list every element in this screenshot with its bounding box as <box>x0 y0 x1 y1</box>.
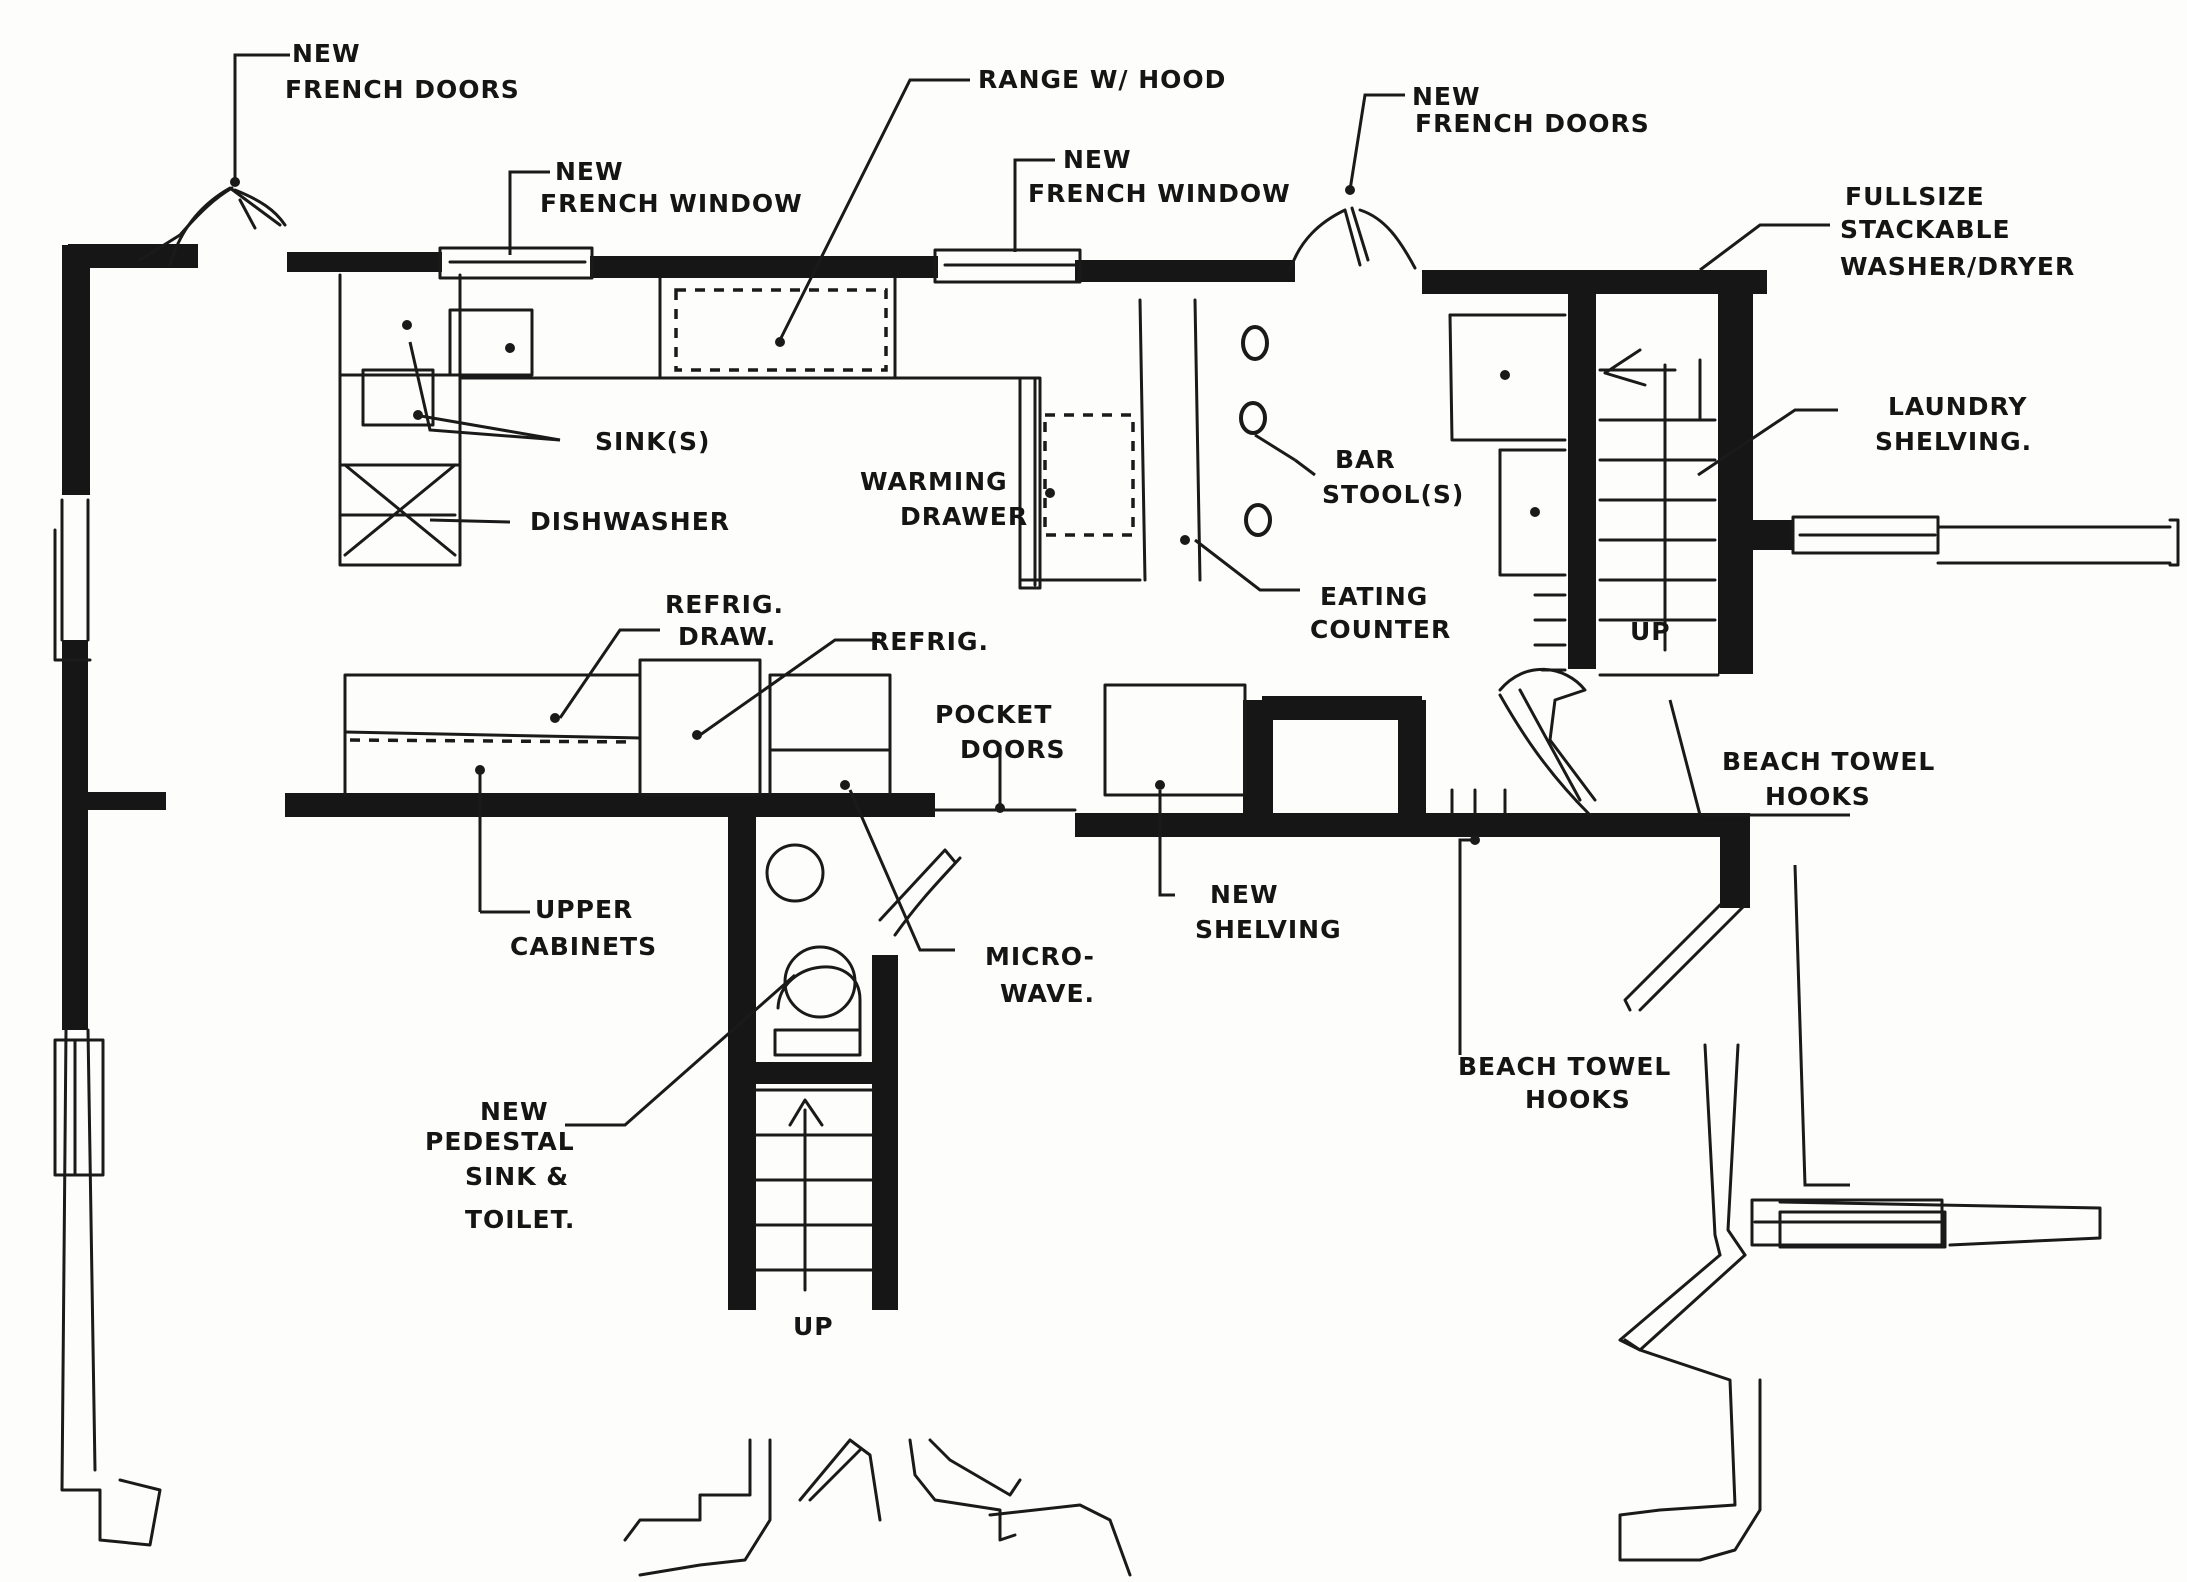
svg-text:FULLSIZE: FULLSIZE <box>1845 182 1985 211</box>
svg-text:FRENCH DOORS: FRENCH DOORS <box>285 75 520 104</box>
label-pocket-doors: POCKET DOORS <box>935 700 1066 764</box>
svg-text:BEACH TOWEL: BEACH TOWEL <box>1458 1052 1671 1081</box>
svg-text:FRENCH DOORS: FRENCH DOORS <box>1415 109 1650 138</box>
svg-text:SHELVING.: SHELVING. <box>1875 427 2032 456</box>
label-pedestal-sink-toilet: NEW PEDESTAL SINK & TOILET. <box>425 1097 575 1234</box>
svg-text:EATING: EATING <box>1320 582 1428 611</box>
svg-text:DOORS: DOORS <box>960 735 1066 764</box>
svg-text:HOOKS: HOOKS <box>1765 782 1871 811</box>
dashed-lines <box>349 288 1135 744</box>
svg-text:NEW: NEW <box>1210 880 1279 909</box>
svg-text:MICRO-: MICRO- <box>985 942 1095 971</box>
svg-text:SINK &: SINK & <box>465 1162 569 1191</box>
svg-text:SINK(S): SINK(S) <box>595 427 710 456</box>
svg-text:NEW: NEW <box>555 157 624 186</box>
svg-text:WAVE.: WAVE. <box>1000 979 1095 1008</box>
label-beach-towel-hooks-upper: BEACH TOWEL HOOKS <box>1722 747 1935 811</box>
svg-text:REFRIG.: REFRIG. <box>665 590 784 619</box>
label-french-doors-right: NEW FRENCH DOORS <box>1412 82 1650 138</box>
svg-text:STOOL(S): STOOL(S) <box>1322 480 1464 509</box>
label-eating-counter: EATING COUNTER <box>1310 582 1451 644</box>
svg-text:CABINETS: CABINETS <box>510 932 657 961</box>
label-upper-cabinets: UPPER CABINETS <box>510 895 657 961</box>
svg-text:SHELVING: SHELVING <box>1195 915 1342 944</box>
label-range-hood: RANGE W/ HOOD <box>978 65 1226 94</box>
label-refrig: REFRIG. <box>870 627 989 656</box>
svg-text:UP: UP <box>793 1312 834 1341</box>
svg-text:DISHWASHER: DISHWASHER <box>530 507 730 536</box>
leaders <box>233 53 1850 1187</box>
label-microwave: MICRO- WAVE. <box>985 942 1095 1008</box>
svg-text:PEDESTAL: PEDESTAL <box>425 1127 575 1156</box>
svg-text:NEW: NEW <box>1063 145 1132 174</box>
svg-text:BAR: BAR <box>1335 445 1396 474</box>
label-sinks: SINK(S) <box>595 427 710 456</box>
svg-text:NEW: NEW <box>480 1097 549 1126</box>
label-laundry-shelving: LAUNDRY SHELVING. <box>1875 392 2032 456</box>
label-french-doors-left: NEW FRENCH DOORS <box>285 39 520 104</box>
svg-text:FRENCH WINDOW: FRENCH WINDOW <box>540 189 803 218</box>
svg-text:NEW: NEW <box>292 39 361 68</box>
label-refrig-drawer: REFRIG. DRAW. <box>665 590 784 651</box>
svg-text:UP: UP <box>1630 617 1671 646</box>
label-beach-towel-hooks-lower: BEACH TOWEL HOOKS <box>1458 1052 1671 1114</box>
svg-text:BEACH TOWEL: BEACH TOWEL <box>1722 747 1935 776</box>
label-french-window-left: NEW FRENCH WINDOW <box>540 157 803 218</box>
svg-text:COUNTER: COUNTER <box>1310 615 1451 644</box>
label-warming-drawer: WARMING DRAWER <box>860 467 1028 531</box>
linework <box>53 186 2180 1577</box>
svg-text:UPPER: UPPER <box>535 895 633 924</box>
svg-text:STACKABLE: STACKABLE <box>1840 215 2011 244</box>
label-washer-dryer: FULLSIZE STACKABLE WASHER/DRYER <box>1840 182 2075 281</box>
svg-text:DRAWER: DRAWER <box>900 502 1028 531</box>
label-french-window-right: NEW FRENCH WINDOW <box>1028 145 1291 208</box>
svg-text:WARMING: WARMING <box>860 467 1008 496</box>
svg-text:REFRIG.: REFRIG. <box>870 627 989 656</box>
svg-text:DRAW.: DRAW. <box>678 622 776 651</box>
walls <box>62 244 1793 1310</box>
svg-text:HOOKS: HOOKS <box>1525 1085 1631 1114</box>
leader-dots <box>230 177 1540 845</box>
label-new-shelving: NEW SHELVING <box>1195 880 1342 944</box>
svg-text:FRENCH WINDOW: FRENCH WINDOW <box>1028 179 1291 208</box>
svg-text:POCKET: POCKET <box>935 700 1052 729</box>
label-bar-stools: BAR STOOL(S) <box>1322 445 1464 509</box>
svg-text:NEW: NEW <box>1412 82 1481 111</box>
bar-stools-graphic <box>1239 325 1272 537</box>
label-stair-up-right: UP <box>1630 617 1671 646</box>
svg-text:TOILET.: TOILET. <box>465 1205 575 1234</box>
svg-text:RANGE W/ HOOD: RANGE W/ HOOD <box>978 65 1226 94</box>
svg-text:LAUNDRY: LAUNDRY <box>1888 392 2027 421</box>
label-dishwasher: DISHWASHER <box>530 507 730 536</box>
svg-text:WASHER/DRYER: WASHER/DRYER <box>1840 252 2075 281</box>
label-stair-up-center: UP <box>793 1312 834 1341</box>
